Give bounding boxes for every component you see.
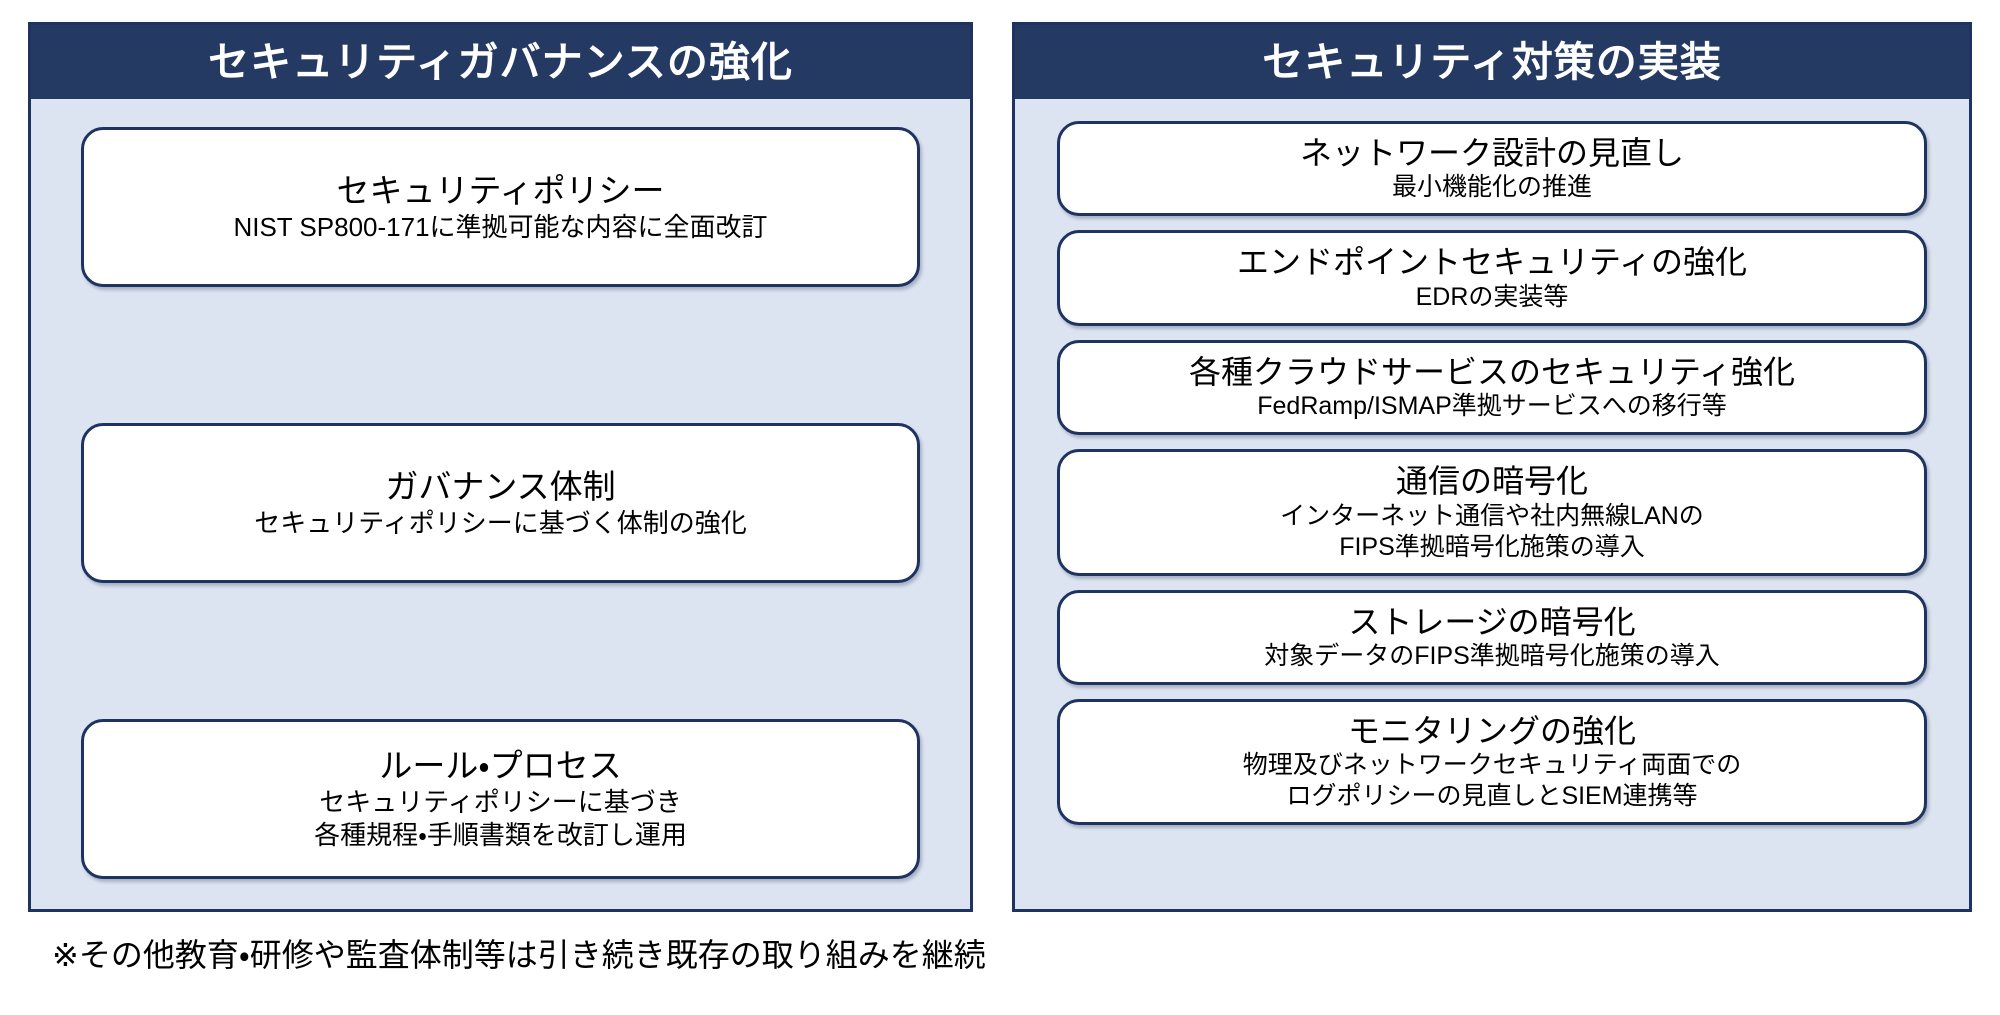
card-title: ガバナンス体制 <box>385 467 616 505</box>
panel-implementation-body: ネットワーク設計の見直し 最小機能化の推進 エンドポイントセキュリティの強化 E… <box>1015 99 1969 909</box>
card-title: ネットワーク設計の見直し <box>1299 135 1684 171</box>
card-cloud-service-security: 各種クラウドサービスのセキュリティ強化 FedRamp/ISMAP準拠サービスへ… <box>1057 339 1927 436</box>
panel-governance-header: セキュリティガバナンスの強化 <box>31 25 970 99</box>
card-communication-encryption: 通信の暗号化 インターネット通信や社内無線LANの FIPS準拠暗号化施策の導入 <box>1057 449 1927 576</box>
card-network-design-review: ネットワーク設計の見直し 最小機能化の推進 <box>1057 121 1927 217</box>
card-subtitle-line: ログポリシーの見直しとSIEM連携等 <box>1286 782 1698 811</box>
card-title: ストレージの暗号化 <box>1348 603 1636 640</box>
card-title: セキュリティポリシー <box>336 171 665 209</box>
card-subtitle-line: EDRの実装等 <box>1415 282 1569 311</box>
footnote-text: ※その他教育・研修や監査体制等は引き続き既存の取り組みを継続 <box>52 937 986 973</box>
card-title: ルール・プロセス <box>379 747 622 785</box>
card-subtitle-line: FIPS準拠暗号化施策の導入 <box>1339 532 1645 561</box>
card-endpoint-security: エンドポイントセキュリティの強化 EDRの実装等 <box>1057 230 1927 326</box>
panel-implementation: セキュリティ対策の実装 ネットワーク設計の見直し 最小機能化の推進 エンドポイン… <box>1012 22 1972 912</box>
card-title: エンドポイントセキュリティの強化 <box>1236 244 1748 281</box>
card-subtitle-line: 物理及びネットワークセキュリティ両面での <box>1242 751 1742 780</box>
card-title: モニタリングの強化 <box>1347 712 1636 749</box>
card-rules-process: ルール・プロセス セキュリティポリシーに基づき 各種規程・手順書類を改訂し運用 <box>81 719 920 879</box>
card-title: 各種クラウドサービスのセキュリティ強化 <box>1188 353 1796 390</box>
card-subtitle-line: 対象データのFIPS準拠暗号化施策の導入 <box>1264 641 1720 670</box>
card-title: 通信の暗号化 <box>1395 463 1588 500</box>
card-governance-structure: ガバナンス体制 セキュリティポリシーに基づく体制の強化 <box>81 423 920 583</box>
panel-implementation-header: セキュリティ対策の実装 <box>1015 25 1969 99</box>
card-subtitle-line: インターネット通信や社内無線LANの <box>1280 501 1704 530</box>
card-subtitle-line: NIST SP800-171に準拠可能な内容に全面改訂 <box>233 211 768 242</box>
card-storage-encryption: ストレージの暗号化 対象データのFIPS準拠暗号化施策の導入 <box>1057 589 1927 685</box>
panel-governance-body: セキュリティポリシー NIST SP800-171に準拠可能な内容に全面改訂 ガ… <box>31 99 970 909</box>
card-security-policy: セキュリティポリシー NIST SP800-171に準拠可能な内容に全面改訂 <box>81 127 920 287</box>
panel-governance: セキュリティガバナンスの強化 セキュリティポリシー NIST SP800-171… <box>28 22 973 912</box>
card-subtitle-line: セキュリティポリシーに基づく体制の強化 <box>254 507 747 538</box>
card-subtitle-line: 各種規程・手順書類を改訂し運用 <box>314 820 687 851</box>
card-subtitle-line: FedRamp/ISMAP準拠サービスへの移行等 <box>1257 392 1727 421</box>
card-monitoring-enhancement: モニタリングの強化 物理及びネットワークセキュリティ両面での ログポリシーの見直… <box>1057 698 1927 826</box>
card-subtitle-line: 最小機能化の推進 <box>1391 173 1592 202</box>
card-subtitle-line: セキュリティポリシーに基づき <box>319 787 682 818</box>
